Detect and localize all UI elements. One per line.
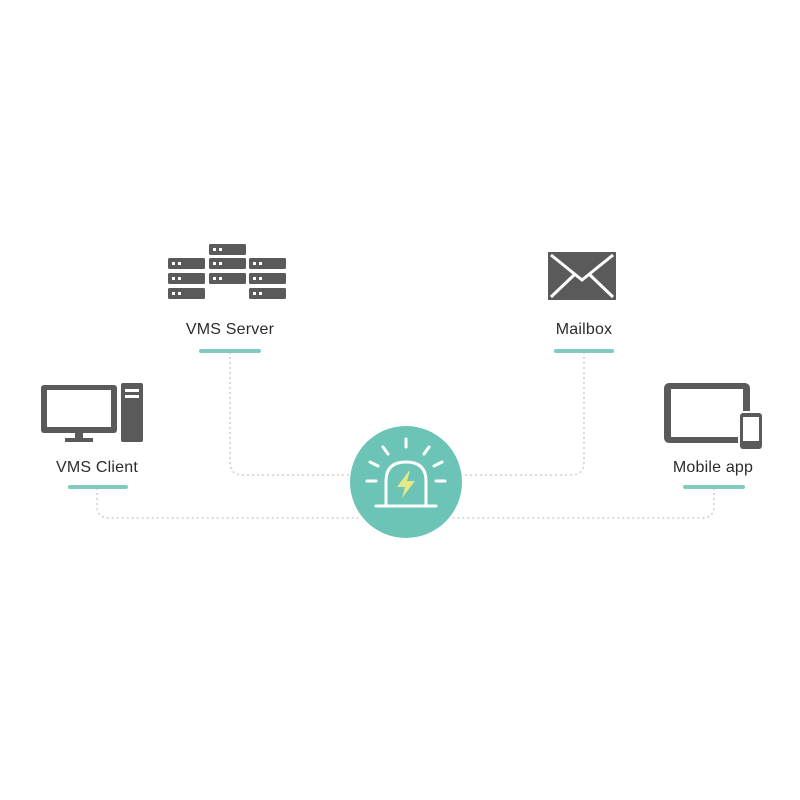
server-rack-icon bbox=[168, 244, 286, 299]
alarm-siren-icon bbox=[350, 426, 462, 538]
connector-mobile-app bbox=[452, 488, 715, 519]
mailbox-label: Mailbox bbox=[555, 321, 613, 338]
vms-client-underline bbox=[68, 485, 128, 489]
vms-client-label: VMS Client bbox=[55, 459, 139, 476]
mobile-app-underline bbox=[683, 485, 745, 489]
connector-mailbox bbox=[458, 352, 585, 476]
connector-vms-client bbox=[96, 488, 360, 519]
vms-server-underline bbox=[199, 349, 261, 353]
vms-server-label: VMS Server bbox=[185, 321, 275, 338]
desktop-computer-icon bbox=[41, 383, 143, 442]
envelope-icon bbox=[548, 252, 616, 300]
tablet-phone-icon bbox=[664, 383, 764, 451]
mailbox-underline bbox=[554, 349, 614, 353]
connector-vms-server bbox=[229, 352, 356, 476]
mobile-app-label: Mobile app bbox=[672, 459, 754, 476]
